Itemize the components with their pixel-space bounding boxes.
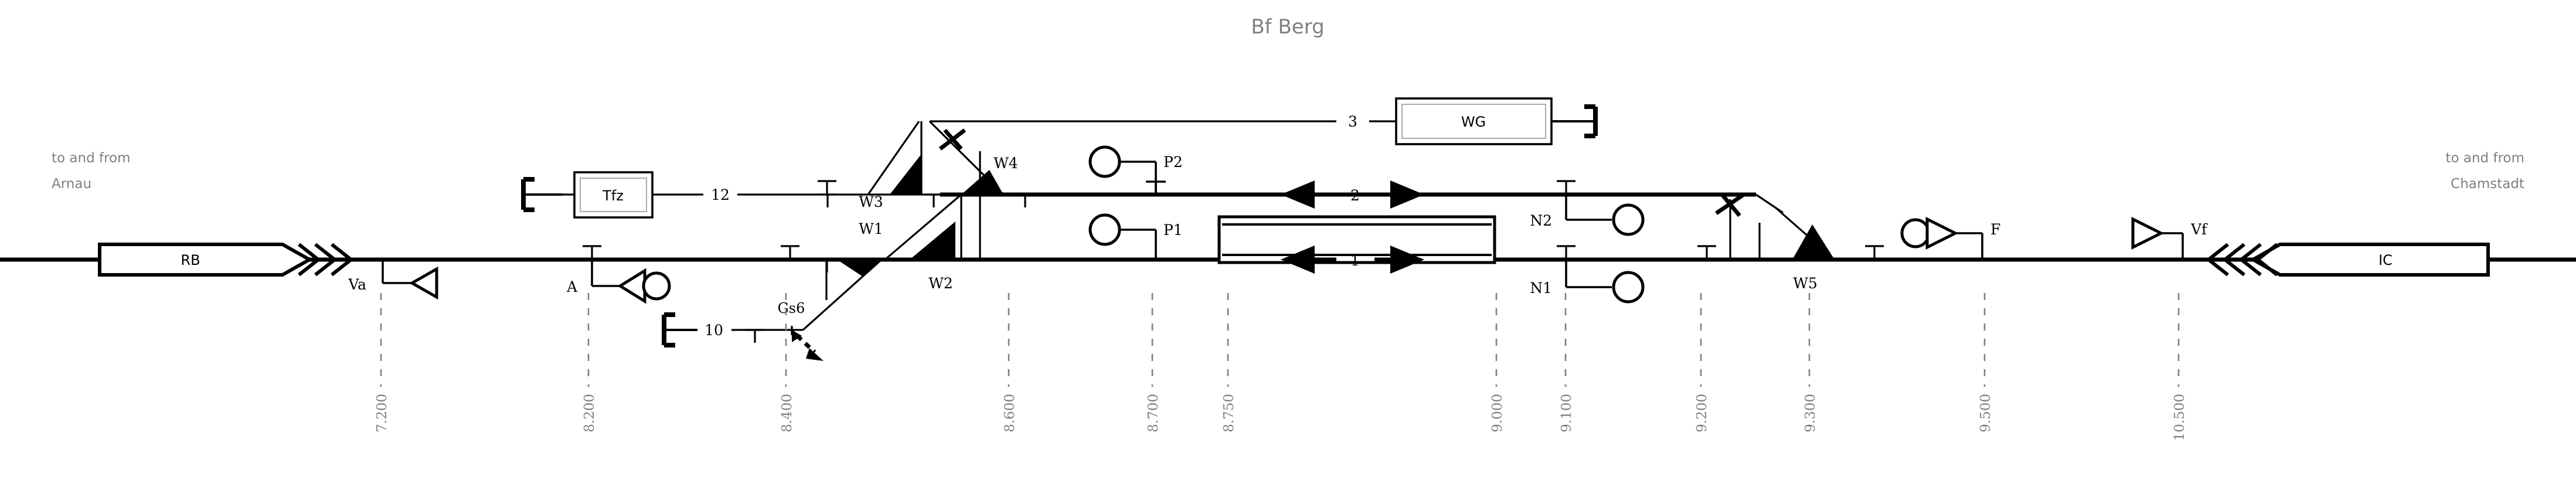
- signal-vf[interactable]: Vf: [2131, 216, 2208, 260]
- km-marker: 9.100: [1559, 293, 1574, 432]
- direction-right-line1: to and from: [2445, 151, 2524, 166]
- km-marker: 9.200: [1694, 293, 1710, 432]
- train-ic-label: IC: [2378, 252, 2393, 268]
- train-rb[interactable]: RB: [98, 243, 314, 277]
- platform: [1217, 215, 1496, 264]
- vehicle-wg[interactable]: WG: [1395, 97, 1553, 145]
- km-marker-label: 10.500: [2172, 394, 2187, 441]
- direction-left-line1: to and from: [52, 151, 131, 166]
- signal-va-label: Va: [348, 276, 366, 293]
- km-marker: 7.200: [375, 293, 390, 432]
- km-marker-label: 8.200: [582, 394, 597, 432]
- signal-va[interactable]: Va: [348, 260, 438, 300]
- km-marker: 10.500: [2172, 293, 2187, 441]
- switch-w4[interactable]: W4: [928, 120, 1018, 196]
- signal-n2[interactable]: N2: [1530, 180, 1645, 236]
- signal-vf-label: Vf: [2190, 221, 2208, 238]
- track-marker-t1d: [1865, 245, 1884, 260]
- km-marker-label: 8.400: [780, 394, 795, 432]
- signal-a[interactable]: A: [566, 245, 671, 304]
- km-marker-label: 9.200: [1694, 394, 1710, 432]
- derailer-icon-w4: [938, 128, 967, 151]
- direction-right-line2: Chamstadt: [2451, 176, 2524, 192]
- track-label-10: 10: [705, 322, 723, 339]
- km-marker-label: 9.000: [1490, 394, 1505, 432]
- derailer-icon-w5: [1715, 193, 1745, 217]
- signal-p1[interactable]: P1: [1088, 180, 1183, 261]
- signal-p1-label: P1: [1163, 222, 1183, 238]
- track-marker-t1c: [1697, 245, 1716, 260]
- signal-n1[interactable]: N1: [1530, 245, 1645, 304]
- track-marker-12b: [924, 193, 943, 207]
- km-marker-label: 9.100: [1559, 394, 1574, 432]
- switch-w5-label: W5: [1793, 275, 1818, 292]
- track-marker-t1b: [781, 245, 799, 260]
- track-marker-t2a: [1016, 193, 1035, 207]
- signal-gs6[interactable]: Gs6: [778, 300, 823, 361]
- km-marker: 8.400: [780, 293, 795, 432]
- switch-w1[interactable]: W1: [802, 220, 883, 331]
- train-rb-chevrons: [298, 243, 354, 277]
- signal-p2[interactable]: P2: [1088, 145, 1183, 196]
- vehicle-wg-label: WG: [1461, 114, 1486, 130]
- switch-w2[interactable]: W2: [884, 193, 981, 292]
- km-marker-label: 8.600: [1002, 394, 1018, 432]
- vehicle-tfz[interactable]: Tfz: [573, 171, 654, 219]
- track-label-1: 1: [1350, 252, 1360, 269]
- direction-left-line2: Arnau: [52, 176, 91, 192]
- km-marker-label: 7.200: [375, 394, 390, 432]
- km-marker: 8.750: [1221, 293, 1237, 432]
- km-marker: 8.200: [582, 293, 597, 432]
- track-marker-10: [746, 329, 764, 343]
- track-10-line: [662, 312, 803, 347]
- train-ic[interactable]: IC: [2249, 243, 2490, 277]
- km-marker-label: 8.700: [1146, 394, 1161, 432]
- train-ic-chevrons: [2206, 243, 2278, 277]
- km-marker: 9.500: [1978, 293, 1993, 432]
- switch-w5[interactable]: W5: [1715, 193, 1836, 292]
- signal-n2-label: N2: [1530, 212, 1552, 229]
- track-marker-12: [818, 193, 837, 207]
- signal-a-label: A: [566, 278, 578, 295]
- signal-gs6-label: Gs6: [778, 300, 805, 316]
- signal-p2-label: P2: [1163, 154, 1183, 171]
- signal-n1-label: N1: [1530, 280, 1552, 297]
- switch-w2-label: W2: [928, 275, 953, 292]
- track-marker-t12c: [818, 180, 836, 195]
- track-label-2: 2: [1350, 187, 1360, 204]
- switch-w3[interactable]: W3: [859, 121, 923, 210]
- buffer-stop-track-3: [1551, 104, 1598, 138]
- track-marker-t1a: [818, 258, 836, 272]
- km-marker-layer: 7.200 8.200 8.400 8.600 8.700 8.750 9.000 9.100…: [375, 293, 2187, 441]
- track-2-direction-arrows: 2: [1281, 180, 1424, 209]
- switch-w1-label: W1: [859, 220, 883, 237]
- track-1-direction-arrows: 1: [1281, 246, 1424, 274]
- km-marker-label: 9.500: [1978, 394, 1993, 432]
- train-rb-label: RB: [181, 252, 200, 268]
- track-label-12: 12: [711, 186, 730, 203]
- km-marker: 9.300: [1803, 293, 1818, 432]
- vehicle-tfz-label: Tfz: [602, 188, 624, 204]
- km-marker: 9.000: [1490, 293, 1505, 432]
- page-title: Bf Berg: [1251, 15, 1324, 39]
- km-marker-label: 9.300: [1803, 394, 1818, 432]
- signal-f-label: F: [1990, 221, 2000, 238]
- switch-w3-label: W3: [859, 193, 883, 210]
- km-marker: 8.600: [1002, 293, 1018, 432]
- track-label-3: 3: [1348, 113, 1357, 130]
- switch-w4-label: W4: [993, 155, 1018, 172]
- km-marker-label: 8.750: [1221, 394, 1237, 432]
- signal-f[interactable]: F: [1900, 216, 2000, 261]
- km-marker: 8.700: [1146, 293, 1161, 432]
